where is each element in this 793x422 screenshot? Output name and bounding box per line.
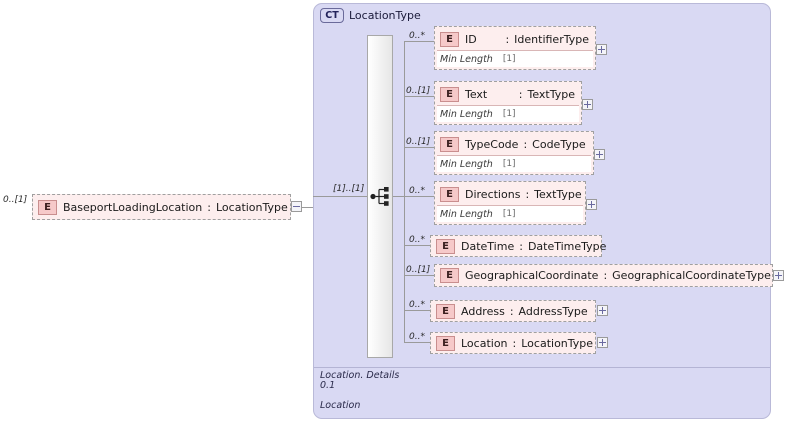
connector-to-datetime: [404, 245, 435, 246]
element-name: ID: [465, 32, 477, 46]
facet-row-id: Min Length [1]: [437, 50, 593, 67]
connector-to-id: [404, 41, 435, 42]
element-separator: :: [505, 32, 510, 46]
element-badge-icon: E: [440, 86, 459, 102]
facet-value: [1]: [502, 109, 516, 119]
connector-compositor-stub: [393, 196, 405, 197]
element-node-text[interactable]: E Text : TextType Min Length [1]: [434, 81, 582, 125]
expand-plus-button-directions[interactable]: [586, 199, 597, 210]
facet-value: [1]: [502, 209, 516, 219]
element-separator: :: [512, 336, 517, 350]
ct-footer-divider: [314, 367, 770, 368]
element-badge-icon: E: [440, 31, 459, 47]
connector-root-to-container: [302, 207, 313, 208]
ct-footer-annotation-line3: Location: [320, 400, 361, 411]
element-node-datetime[interactable]: E DateTime : DateTimeType: [430, 235, 606, 257]
connector-to-address: [404, 310, 435, 311]
element-name: TypeCode: [465, 137, 519, 151]
element-separator: :: [207, 200, 211, 214]
cardinality-label-location: 0..*: [409, 332, 425, 342]
facet-label: Min Length: [440, 208, 493, 220]
element-separator: :: [509, 304, 514, 318]
connector-to-typecode: [404, 147, 435, 148]
cardinality-label-directions: 0..*: [409, 186, 425, 196]
connector-to-location: [404, 342, 435, 343]
expand-plus-button-id[interactable]: [596, 44, 607, 55]
element-name: Location: [461, 336, 508, 350]
facet-row-text: Min Length [1]: [437, 105, 579, 122]
element-name: BaseportLoadingLocation: [63, 200, 203, 214]
facet-row-typecode: Min Length [1]: [437, 155, 591, 172]
ct-footer-annotation-line2: 0.1: [320, 380, 336, 391]
element-name: DateTime: [461, 239, 515, 253]
element-node-location[interactable]: E Location : LocationType: [430, 332, 596, 354]
facet-label: Min Length: [440, 53, 493, 65]
element-name: Address: [461, 304, 505, 318]
element-node-typecode[interactable]: E TypeCode : CodeType Min Length [1]: [434, 131, 594, 175]
connector-trunk-vertical: [404, 41, 405, 342]
element-badge-icon: E: [440, 136, 459, 152]
element-node-id[interactable]: E ID : IdentifierType Min Length [1]: [434, 26, 596, 70]
cardinality-label-address: 0..*: [409, 300, 425, 310]
expand-plus-button-text[interactable]: [582, 99, 593, 110]
element-node-directions[interactable]: E Directions : TextType Min Length [1]: [434, 181, 586, 225]
element-node-geographicalcoordinate[interactable]: E GeographicalCoordinate : GeographicalC…: [434, 264, 773, 287]
cardinality-label-datetime: 0..*: [409, 235, 425, 245]
facet-label: Min Length: [440, 108, 493, 120]
cardinality-label-geographicalcoordinate: 0..[1]: [406, 265, 431, 275]
expand-plus-button-typecode[interactable]: [594, 149, 605, 160]
facet-value: [1]: [502, 159, 516, 169]
element-type: TextType: [527, 87, 575, 101]
element-type: AddressType: [518, 304, 588, 318]
element-separator: :: [603, 269, 608, 282]
expand-plus-button-address[interactable]: [597, 305, 608, 316]
complextype-title: LocationType: [349, 9, 421, 22]
sequence-icon: [370, 187, 389, 206]
element-name: GeographicalCoordinate: [465, 269, 599, 282]
facet-row-directions: Min Length [1]: [437, 205, 583, 222]
connector-to-directions: [404, 196, 435, 197]
element-type: CodeType: [532, 137, 586, 151]
ct-footer-annotation-line1: Location. Details: [320, 370, 400, 381]
element-separator: :: [518, 87, 523, 101]
cardinality-label-text: 0..[1]: [406, 86, 431, 96]
element-type: DateTimeType: [527, 239, 607, 253]
element-type: LocationType: [215, 200, 288, 214]
ct-badge-icon: CT: [320, 8, 344, 23]
collapse-minus-button-root[interactable]: [291, 201, 302, 212]
facet-label: Min Length: [440, 158, 493, 170]
element-type: TextType: [534, 187, 582, 201]
element-badge-icon: E: [38, 199, 57, 215]
element-name: Directions: [465, 187, 521, 201]
element-node-baseportloadinglocation[interactable]: E BaseportLoadingLocation : LocationType: [32, 194, 291, 220]
element-badge-icon: E: [436, 238, 455, 254]
element-badge-icon: E: [436, 335, 455, 351]
facet-value: [1]: [502, 54, 516, 64]
expand-plus-button-location[interactable]: [597, 337, 608, 348]
element-separator: :: [525, 187, 530, 201]
cardinality-label-typecode: 0..[1]: [406, 137, 431, 147]
connector-to-geographicalcoordinate: [404, 275, 435, 276]
connector-to-text: [404, 96, 435, 97]
element-badge-icon: E: [440, 268, 459, 283]
element-type: GeographicalCoordinateType: [612, 269, 771, 282]
element-badge-icon: E: [440, 186, 459, 202]
cardinality-label-id: 0..*: [409, 31, 425, 41]
element-type: IdentifierType: [514, 32, 589, 46]
element-type: LocationType: [521, 336, 594, 350]
connector-container-to-compositor: [313, 196, 367, 197]
element-separator: :: [523, 137, 528, 151]
element-separator: :: [519, 239, 523, 253]
expand-plus-button-geographicalcoordinate[interactable]: [773, 270, 784, 281]
compositor-cardinality-label: [1]..[1]: [333, 184, 365, 194]
element-node-address[interactable]: E Address : AddressType: [430, 300, 596, 322]
root-cardinality-label: 0..[1]: [3, 195, 28, 205]
element-badge-icon: E: [436, 303, 455, 319]
element-name: Text: [465, 87, 488, 101]
